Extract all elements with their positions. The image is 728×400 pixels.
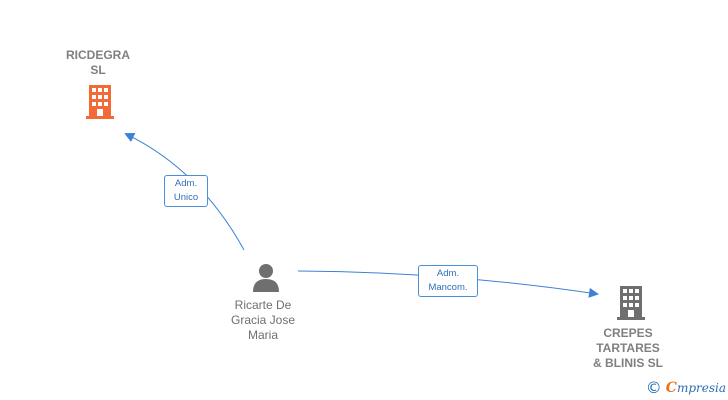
building-icon[interactable] <box>84 85 116 119</box>
edge-label-adm-unico[interactable]: Adm. Unico <box>164 175 208 207</box>
person-label[interactable]: Ricarte De Gracia Jose Maria <box>230 298 296 342</box>
brand-logo[interactable]: Cmpresia <box>665 380 726 396</box>
copyright-icon: © <box>645 378 662 397</box>
building-icon[interactable] <box>615 286 647 320</box>
company-label-ricdegra[interactable]: RICDEGRA SL <box>65 48 130 77</box>
brand-footer: © Cmpresia <box>645 378 726 397</box>
company-label-crepes[interactable]: CREPES TARTARES & BLINIS SL <box>592 326 663 370</box>
person-icon[interactable] <box>251 262 281 292</box>
edge-label-adm-mancom[interactable]: Adm. Mancom. <box>418 265 478 297</box>
